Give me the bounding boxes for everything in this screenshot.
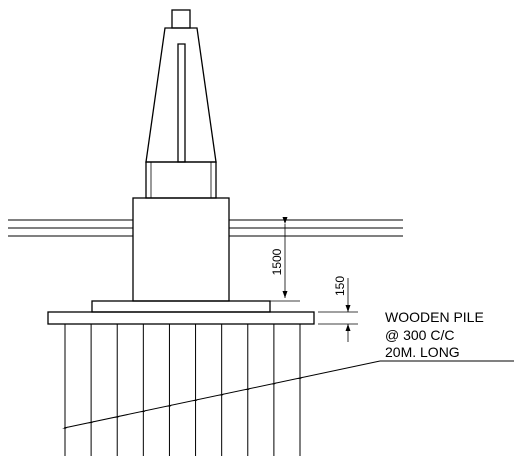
plinth-plate [91,300,271,313]
column-base [145,161,217,199]
pile-note-line-3: 20M. LONG [385,344,460,360]
leader-tick [88,421,95,424]
column-cap [171,9,191,29]
leader-tick [270,382,277,385]
pile-note-line-2: @ 300 C/C [385,327,454,343]
pile-cap [47,311,315,325]
leader-tick [297,376,303,379]
column-slot [177,43,186,163]
pedestal-block [132,197,230,302]
pile-note: WOODEN PILE @ 300 C/C 20M. LONG [385,309,484,360]
leader-tick [62,426,68,429]
leader-tick [218,393,225,396]
wooden-piles [64,324,301,456]
dimension-1500-label: 1500 [270,248,284,275]
leader-tick [192,398,199,402]
dimension-150: 150 [318,276,358,342]
dimension-150-label: 150 [333,276,347,296]
pile-note-line-1: WOODEN PILE [385,309,484,325]
leader-tick [140,409,147,413]
tapered-column [145,9,217,199]
ground-beams [8,219,403,237]
pile-note-leader [62,360,514,429]
dimension-1500: 1500 [262,217,300,302]
column-taper [145,27,217,163]
leader-tick [166,404,173,407]
leader-tick [244,387,251,391]
leader-tick [114,415,121,418]
